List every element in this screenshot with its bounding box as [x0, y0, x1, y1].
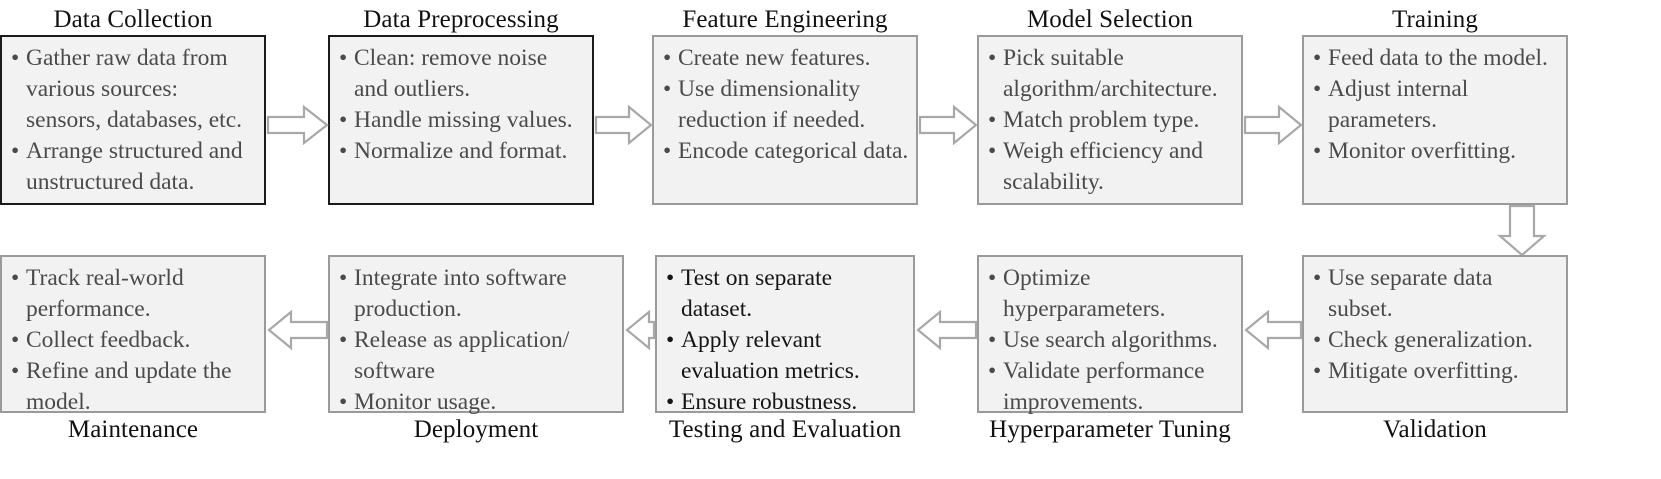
stage-box-training[interactable]: Feed data to the model. Adjust internal … — [1302, 35, 1568, 205]
arrow-model-selection-to-training — [1243, 104, 1303, 146]
stage-bullet-list: Pick suitable algorithm/architecture. Ma… — [987, 43, 1235, 198]
stage-bullet-list: Feed data to the model. Adjust internal … — [1312, 43, 1560, 167]
list-item: Clean: remove noise and outliers. — [338, 43, 586, 105]
stage-bullet-list: Optimize hyperparameters. Use search alg… — [987, 263, 1235, 418]
list-item: Feed data to the model. — [1312, 43, 1560, 74]
list-item: Weigh efficiency and scalability. — [987, 136, 1235, 198]
stage-box-model-selection[interactable]: Pick suitable algorithm/architecture. Ma… — [977, 35, 1243, 205]
list-item: Adjust internal parameters. — [1312, 74, 1560, 136]
arrow-testing-and-evaluation-to-deployment — [625, 309, 656, 351]
list-item: Monitor overfitting. — [1312, 136, 1560, 167]
stage-box-validation[interactable]: Use separate data subset. Check generali… — [1302, 255, 1568, 413]
list-item: Arrange structured and unstructured data… — [10, 136, 258, 198]
stage-bullet-list: Use separate data subset. Check generali… — [1312, 263, 1560, 387]
stage-title-maintenance: Maintenance — [67, 416, 199, 443]
stage-bullet-list: Track real-world performance. Collect fe… — [10, 263, 258, 418]
stage-bullet-list: Create new features. Use dimensionality … — [662, 43, 910, 167]
stage-title-testing-and-evaluation: Testing and Evaluation — [668, 416, 902, 443]
list-item: Gather raw data from various sources: se… — [10, 43, 258, 136]
stage-box-feature-engineering[interactable]: Create new features. Use dimensionality … — [652, 35, 918, 205]
list-item: Use separate data subset. — [1312, 263, 1560, 325]
stage-box-data-preprocessing[interactable]: Clean: remove noise and outliers. Handle… — [328, 35, 594, 205]
list-item: Ensure robustness. — [665, 387, 907, 418]
stage-title-hyperparameter-tuning: Hyperparameter Tuning — [989, 416, 1231, 443]
arrow-data-collection-to-data-preprocessing — [266, 104, 329, 146]
arrow-deployment-to-maintenance — [267, 309, 329, 351]
list-item: Test on separate dataset. — [665, 263, 907, 325]
stage-box-data-collection[interactable]: Gather raw data from various sources: se… — [0, 35, 266, 205]
stage-title-model-selection: Model Selection — [1026, 6, 1194, 33]
list-item: Validate performance improvements. — [987, 356, 1235, 418]
stage-title-deployment: Deployment — [413, 416, 539, 443]
list-item: Refine and update the model. — [10, 356, 258, 418]
stage-bullet-list: Integrate into software production. Rele… — [338, 263, 616, 418]
stage-bullet-list: Clean: remove noise and outliers. Handle… — [338, 43, 586, 167]
stage-box-maintenance[interactable]: Track real-world performance. Collect fe… — [0, 255, 266, 415]
list-item: Create new features. — [662, 43, 910, 74]
list-item: Encode categorical data. — [662, 136, 910, 167]
stage-box-hyperparameter-tuning[interactable]: Optimize hyperparameters. Use search alg… — [977, 255, 1243, 415]
list-item: Release as application/ software — [338, 325, 616, 387]
list-item: Handle missing values. — [338, 105, 586, 136]
list-item: Normalize and format. — [338, 136, 586, 167]
list-item: Mitigate overfitting. — [1312, 356, 1560, 387]
arrow-training-to-validation — [1492, 204, 1552, 257]
list-item: Track real-world performance. — [10, 263, 258, 325]
arrow-feature-engineering-to-model-selection — [918, 104, 978, 146]
arrow-hyperparameter-tuning-to-testing-and-evaluation — [916, 309, 978, 351]
stage-title-validation: Validation — [1383, 416, 1487, 443]
list-item: Monitor usage. — [338, 387, 616, 418]
list-item: Pick suitable algorithm/architecture. — [987, 43, 1235, 105]
stage-title-data-collection: Data Collection — [53, 6, 213, 33]
stage-title-training: Training — [1391, 6, 1478, 33]
list-item: Integrate into software production. — [338, 263, 616, 325]
list-item: Use search algorithms. — [987, 325, 1235, 356]
arrow-validation-to-hyperparameter-tuning — [1244, 309, 1303, 351]
arrow-data-preprocessing-to-feature-engineering — [594, 104, 653, 146]
stage-title-feature-engineering: Feature Engineering — [682, 6, 888, 33]
stage-bullet-list: Gather raw data from various sources: se… — [10, 43, 258, 198]
stage-box-deployment[interactable]: Integrate into software production. Rele… — [328, 255, 624, 418]
stage-box-testing-and-evaluation[interactable]: Test on separate dataset. Apply relevant… — [655, 255, 915, 418]
list-item: Optimize hyperparameters. — [987, 263, 1235, 325]
stage-bullet-list: Test on separate dataset. Apply relevant… — [665, 263, 907, 418]
list-item: Apply relevant evaluation metrics. — [665, 325, 907, 387]
list-item: Use dimensionality reduction if needed. — [662, 74, 910, 136]
list-item: Check generalization. — [1312, 325, 1560, 356]
stage-title-data-preprocessing: Data Preprocessing — [363, 6, 559, 33]
list-item: Match problem type. — [987, 105, 1235, 136]
list-item: Collect feedback. — [10, 325, 258, 356]
